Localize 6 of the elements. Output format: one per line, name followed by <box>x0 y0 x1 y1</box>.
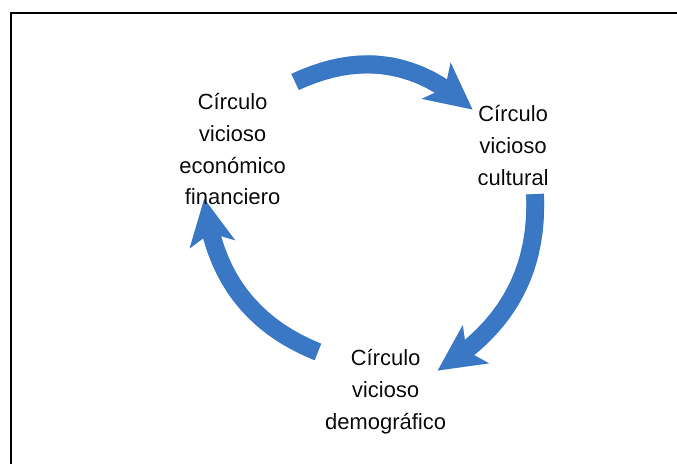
node-label: Círculo vicioso económico financiero <box>178 88 287 212</box>
node-label: Círculo vicioso demográfico <box>324 344 448 436</box>
curved-arrow <box>190 198 322 360</box>
curved-arrow <box>438 194 544 372</box>
node-label: Círculo vicioso cultural <box>476 100 550 192</box>
curved-arrow <box>291 55 474 110</box>
